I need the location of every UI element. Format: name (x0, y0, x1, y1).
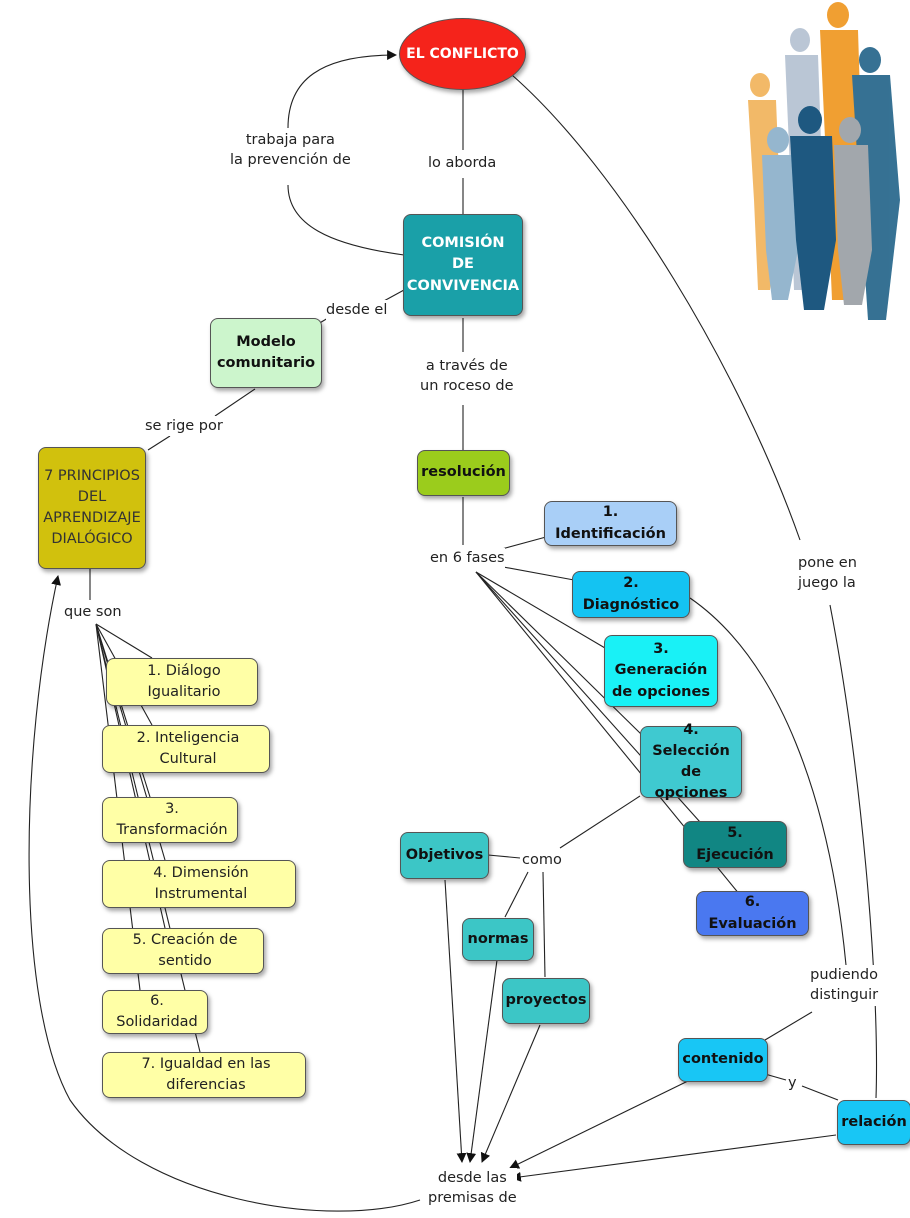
link-fases-p1 (497, 536, 547, 551)
link-premisas-principios (28, 575, 421, 1212)
node-contenido: contenido (678, 1038, 768, 1082)
node-el-conflicto: EL CONFLICTO (399, 18, 526, 90)
label-que-son: que son (64, 602, 122, 623)
link-normas-premisas (466, 959, 498, 1163)
node-resolucion: resolución (417, 450, 510, 496)
label-desde-el: desde el (326, 300, 388, 321)
label-y: y (788, 1073, 797, 1094)
principle-3: 3. Transformación (102, 797, 238, 843)
principle-4: 4. Dimensión Instrumental (102, 860, 296, 908)
label-se-rige-por: se rige por (145, 416, 223, 437)
link-como-proyectos (542, 871, 546, 978)
node-fase-evaluacion: 6. Evaluación (696, 891, 809, 936)
link-fases-p3 (475, 571, 606, 649)
link-pone-relacion (829, 604, 878, 1099)
link-pudiendo-contenido (764, 1011, 813, 1041)
label-desde-las-premisas: desde las premisas de (428, 1168, 517, 1209)
node-comision-de-convivencia: COMISIÓN DE CONVIVENCIA (403, 214, 523, 316)
label-lo-aborda: lo aborda (428, 153, 497, 174)
node-fase-seleccion: 4. Selección de opciones (640, 722, 742, 801)
node-normas: normas (462, 918, 534, 961)
link-fases-p2 (497, 565, 575, 581)
principle-6: 6. Solidaridad (102, 990, 208, 1034)
link-trabaja-conflicto (287, 50, 397, 129)
link-conflicto-pone (511, 74, 801, 541)
link-como-objetivos (487, 854, 521, 859)
link-relacion-premisas (511, 1134, 837, 1182)
link-como-normas (504, 871, 529, 918)
label-trabaja-para: trabaja para la prevención de (230, 130, 351, 171)
link-serige-principios (147, 435, 171, 451)
link-diagnostico-pudiendo (689, 597, 847, 966)
label-como: como (522, 850, 562, 871)
link-contenido-y (764, 1073, 787, 1081)
label-a-traves-de: a través de un roceso de (420, 356, 514, 397)
link-seleccion-como (559, 795, 641, 849)
link-y-relacion (801, 1085, 839, 1101)
principle-7: 7. Igualdad en las diferencias (102, 1052, 306, 1098)
link-contenido-premisas (509, 1079, 691, 1169)
link-fases-p4 (475, 571, 643, 736)
people-silhouettes-illustration (748, 2, 900, 320)
principle-2: 2. Inteligencia Cultural (102, 725, 270, 773)
principle-1: 1. Diálogo Igualitario (106, 658, 258, 706)
node-objetivos: Objetivos (400, 832, 489, 879)
node-fase-diagnostico: 2. Diagnóstico (572, 571, 690, 618)
link-queson-p1 (95, 623, 153, 659)
node-proyectos: proyectos (502, 978, 590, 1024)
node-relacion: relación (837, 1100, 910, 1145)
link-comision-trabaja (287, 184, 405, 256)
label-pudiendo-distinguir: pudiendo distinguir (810, 965, 879, 1006)
label-pone-en-juego: pone en juego la (798, 553, 857, 594)
node-fase-generacion: 3. Generación de opciones (604, 635, 718, 707)
node-fase-ejecucion: 5. Ejecución (683, 821, 787, 868)
link-modelo-serige (214, 388, 256, 417)
node-7-principios: 7 PRINCIPIOS DEL APRENDIZAJE DIALÓGICO (38, 447, 146, 569)
link-objetivos-premisas (444, 879, 467, 1163)
node-modelo-comunitario: Modelo comunitario (210, 318, 322, 388)
principle-5: 5. Creación de sentido (102, 928, 264, 974)
node-fase-identificacion: 1. Identificación (544, 501, 677, 546)
label-en-6-fases: en 6 fases (430, 548, 505, 569)
link-proyectos-premisas (480, 1024, 541, 1163)
